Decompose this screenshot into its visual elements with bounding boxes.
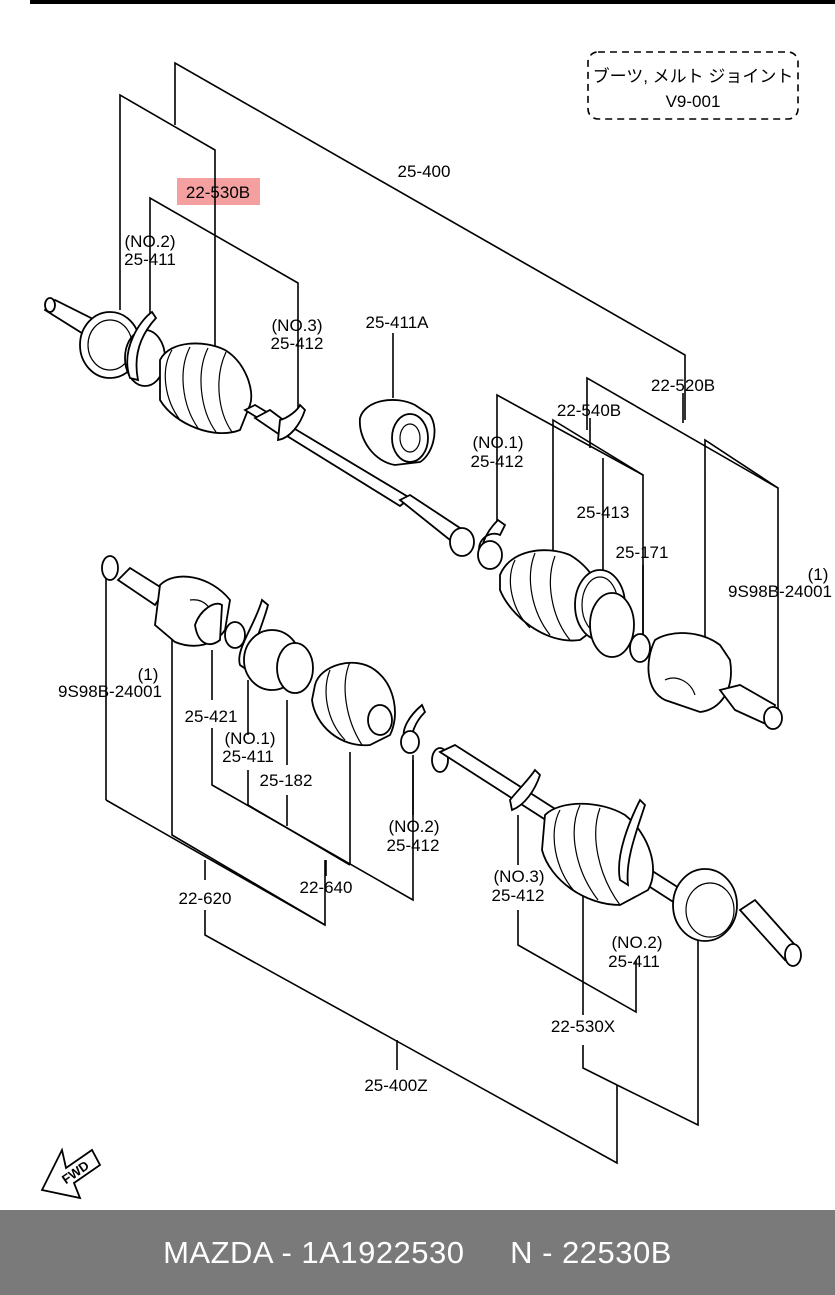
- label-22-520b[interactable]: 22-520B: [651, 376, 715, 395]
- label-boot-no2b-prefix: (NO.2): [612, 933, 663, 952]
- lower-driveshaft: [101, 555, 802, 967]
- label-clamp-no1-prefix: (NO.1): [473, 433, 524, 452]
- label-boot-no1-prefix: (NO.1): [225, 729, 276, 748]
- label-clamp-no3b-prefix: (NO.3): [494, 867, 545, 886]
- label-clip-right-qty: (1): [808, 565, 829, 584]
- label-25-400z[interactable]: 25-400Z: [364, 1076, 427, 1095]
- label-clip-left-qty: (1): [138, 665, 159, 684]
- label-boot-no1[interactable]: 25-411: [222, 747, 274, 766]
- label-22-620[interactable]: 22-620: [179, 889, 232, 908]
- label-boot-no2-prefix: (NO.2): [125, 232, 176, 251]
- label-clip-right[interactable]: 9S98B-24001: [728, 582, 832, 601]
- label-clip-left[interactable]: 9S98B-24001: [58, 682, 162, 701]
- label-22-640[interactable]: 22-640: [300, 878, 353, 897]
- label-22-530x[interactable]: 22-530X: [551, 1017, 615, 1036]
- label-clamp-no2-prefix: (NO.2): [389, 817, 440, 836]
- fwd-arrow: FWD: [40, 1147, 102, 1200]
- highlight-box: [177, 178, 260, 205]
- label-25-171[interactable]: 25-171: [616, 543, 669, 562]
- label-22-540b[interactable]: 22-540B: [557, 401, 621, 420]
- label-clamp-no3[interactable]: 25-412: [271, 334, 324, 353]
- label-25-400[interactable]: 25-400: [398, 162, 451, 181]
- label-boot-no2b[interactable]: 25-411: [608, 952, 660, 971]
- label-25-421[interactable]: 25-421: [185, 707, 238, 726]
- label-25-411a[interactable]: 25-411A: [365, 313, 429, 332]
- lower-leaders: [105, 578, 699, 1165]
- label-25-413[interactable]: 25-413: [577, 503, 630, 522]
- label-25-182[interactable]: 25-182: [260, 771, 313, 790]
- label-boot-no2[interactable]: 25-411: [124, 250, 176, 269]
- callout-labels: 25-400 (NO.2) 25-411 (NO.3) 25-412 25-41…: [58, 162, 832, 1095]
- top-border: [30, 0, 835, 4]
- note-line2: V9-001: [666, 92, 721, 111]
- label-clamp-no1[interactable]: 25-412: [471, 452, 524, 471]
- part-number-footer: MAZDA - 1A1922530 N - 22530B: [0, 1210, 835, 1295]
- note-box: [587, 51, 799, 120]
- label-clamp-no3-prefix: (NO.3): [272, 316, 323, 335]
- upper-driveshaft: [43, 297, 475, 557]
- upper-inner-parts: [477, 518, 783, 730]
- note-line1: ブーツ, メルト ジョイント: [593, 66, 794, 86]
- part-number-text: MAZDA - 1A1922530 N - 22530B: [163, 1234, 672, 1270]
- highlight-label[interactable]: 22-530B: [186, 183, 250, 202]
- label-clamp-no3b[interactable]: 25-412: [492, 886, 545, 905]
- upper-leaders: [119, 61, 779, 712]
- label-clamp-no2[interactable]: 25-412: [387, 836, 440, 855]
- exploded-view: ブーツ, メルト ジョイント V9-001 22-530B: [30, 0, 835, 1200]
- bearing-25-411a: [359, 399, 436, 466]
- parts-diagram: ブーツ, メルト ジョイント V9-001 22-530B: [30, 0, 835, 1200]
